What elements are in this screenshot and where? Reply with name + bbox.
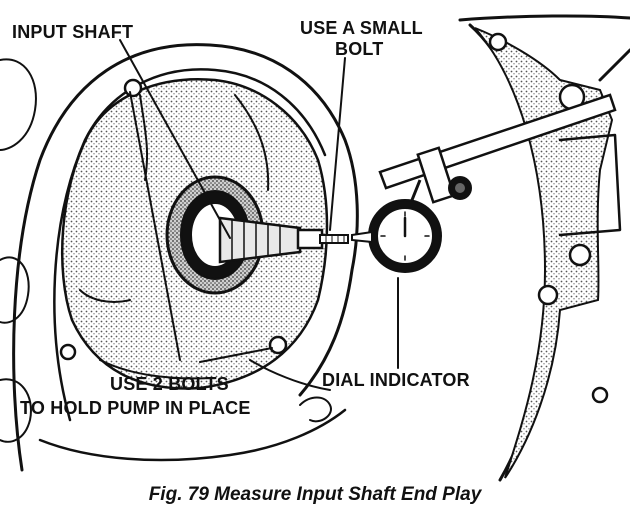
input-shaft-label: INPUT SHAFT (12, 22, 133, 42)
small-bolt-label-line1: USE A SMALL (300, 18, 423, 38)
callout-lines (119, 39, 399, 369)
bolt-head-icon (568, 243, 592, 267)
bell-housing (458, 14, 630, 482)
bolt-head-icon (123, 78, 143, 98)
two-bolts-label-line1: USE 2 BOLTS (110, 374, 229, 394)
dial-indicator-label: DIAL INDICATOR (322, 370, 470, 390)
bolt-head-icon (268, 335, 288, 355)
two-bolts-label-line2: TO HOLD PUMP IN PLACE (20, 398, 251, 418)
dial-indicator-tool (351, 48, 630, 273)
bolt-head-icon (59, 343, 77, 361)
small-bolt-label-line2: BOLT (335, 39, 383, 59)
figure-caption: Fig. 79 Measure Input Shaft End Play (149, 484, 483, 505)
pump-assembly (165, 175, 349, 295)
bolt-head-icon (488, 32, 508, 52)
